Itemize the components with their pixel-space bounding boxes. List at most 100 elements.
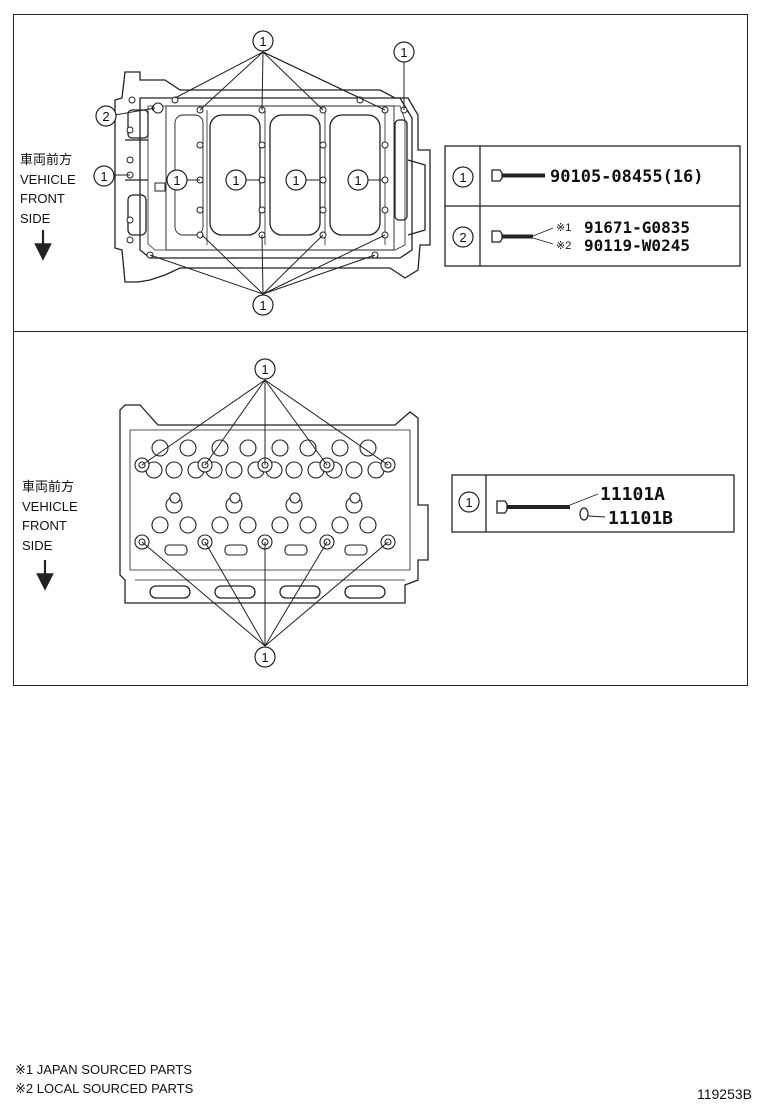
cylinder-block-drawing (114, 71, 431, 283)
plug-hole (229, 492, 241, 504)
bolt-icon (491, 169, 503, 182)
legend-bottom-ref-circle-1: 1 (458, 491, 480, 513)
callout-bottom-upper: 1 (254, 358, 276, 380)
valve-port (271, 516, 289, 534)
valve-port (151, 439, 169, 457)
footnote-1: ※1 JAPAN SOURCED PARTS (15, 1062, 193, 1077)
plug-hole (349, 492, 361, 504)
footnote-2: ※2 LOCAL SOURCED PARTS (15, 1081, 194, 1096)
bottom-direction-line-1: VEHICLE (22, 498, 78, 514)
bolt-hole (196, 231, 204, 239)
bottom-panel-frame (13, 331, 748, 686)
head-port-holes (134, 439, 396, 556)
callout-top-bore-3: 1 (285, 169, 307, 191)
bolt-hole (126, 216, 134, 224)
bolt-hole (126, 126, 134, 134)
callout-top-left-1-label: 1 (100, 169, 107, 184)
bolt-hole (319, 176, 327, 184)
callout-top-left-2-label: 2 (102, 109, 109, 124)
oil-port (154, 182, 166, 192)
legend-top-ref-circle-2-label: 2 (459, 230, 466, 245)
callout-top-lower-label: 1 (259, 298, 266, 313)
bolt-hole (381, 176, 389, 184)
bottom-direction-label: 車両前方 VEHICLE FRONT SIDE (22, 477, 78, 555)
valve-port (179, 439, 197, 457)
top-direction-line-1: VEHICLE (20, 171, 76, 187)
callout-top-bore-4-label: 1 (354, 173, 361, 188)
legend-bottom-ref-circle-1-label: 1 (465, 495, 472, 510)
valve-port (239, 516, 257, 534)
coolant-slot (344, 544, 368, 556)
valve-port (299, 439, 317, 457)
part-number-90119: 90119-W0245 (584, 236, 690, 255)
figure-id: 119253B (696, 1086, 752, 1102)
top-direction-line-2: FRONT (20, 191, 65, 206)
coolant-slot (164, 544, 188, 556)
valve-port (331, 516, 349, 534)
part-number-11101a: 11101A (600, 484, 665, 505)
legend-top-ref-circle-2: 2 (452, 226, 474, 248)
part-number-11101b: 11101B (608, 508, 673, 529)
part-mark-1: ※1 (556, 222, 571, 234)
head-bolt-icon (496, 500, 508, 514)
part-number-91671: 91671-G0835 (584, 218, 690, 237)
valve-port (239, 439, 257, 457)
bolt-hole (196, 206, 204, 214)
callout-bottom-lower: 1 (254, 646, 276, 668)
top-direction-line-3: SIDE (20, 210, 51, 226)
flange-bolt-icon (491, 230, 503, 243)
callout-top-bore-1-label: 1 (173, 173, 180, 188)
legend-top-ref-circle-1-label: 1 (459, 170, 466, 185)
callout-top-lower: 1 (252, 294, 274, 316)
coolant-slot (284, 544, 308, 556)
top-leader-lines (113, 51, 405, 295)
valve-port (211, 516, 229, 534)
valve-port (211, 439, 229, 457)
callout-top-bore-2-label: 1 (232, 173, 239, 188)
valve-port (179, 516, 197, 534)
callout-top-upper-label: 1 (259, 34, 266, 49)
valve-port (331, 439, 349, 457)
callout-top-left-2: 2 (95, 105, 117, 127)
top-direction-label: 車両前方 VEHICLE FRONT SIDE (20, 150, 76, 228)
callout-top-right: 1 (393, 41, 415, 63)
callout-top-bore-3-label: 1 (292, 173, 299, 188)
callout-bottom-upper-label: 1 (261, 362, 268, 377)
part-number-90105: 90105-08455(16) (550, 167, 704, 187)
bottom-leader-lines (141, 379, 389, 647)
valve-port (285, 461, 303, 479)
coolant-slot (224, 544, 248, 556)
bolt-hole (171, 96, 179, 104)
valve-port (225, 461, 243, 479)
valve-port (345, 461, 363, 479)
bottom-direction-line-2: FRONT (22, 518, 67, 533)
top-direction-jp: 車両前方 (20, 152, 73, 167)
bolt-hole (126, 156, 134, 164)
callout-top-bore-4: 1 (347, 169, 369, 191)
washer-icon (579, 507, 589, 521)
cylinder-head-drawing (119, 404, 429, 604)
top-legend-box (444, 145, 741, 267)
legend-top-ref-circle-1: 1 (452, 166, 474, 188)
callout-top-upper: 1 (252, 30, 274, 52)
bolt-hole (258, 206, 266, 214)
callout-top-bore-1: 1 (166, 169, 188, 191)
bolt-hole (381, 141, 389, 149)
plug-hole (289, 492, 301, 504)
bolt-hole (128, 96, 136, 104)
part-mark-2: ※2 (556, 240, 571, 252)
bottom-direction-line-3: SIDE (22, 537, 53, 553)
valve-port (359, 516, 377, 534)
bolt-hole (319, 141, 327, 149)
bolt-hole (319, 206, 327, 214)
valve-port (359, 439, 377, 457)
bolt-hole (258, 141, 266, 149)
valve-port (299, 516, 317, 534)
valve-port (151, 516, 169, 534)
bolt-hole (126, 236, 134, 244)
plug-hole (169, 492, 181, 504)
callout-top-left-1: 1 (93, 165, 115, 187)
bottom-direction-jp: 車両前方 (22, 479, 75, 494)
callout-top-bore-2: 1 (225, 169, 247, 191)
